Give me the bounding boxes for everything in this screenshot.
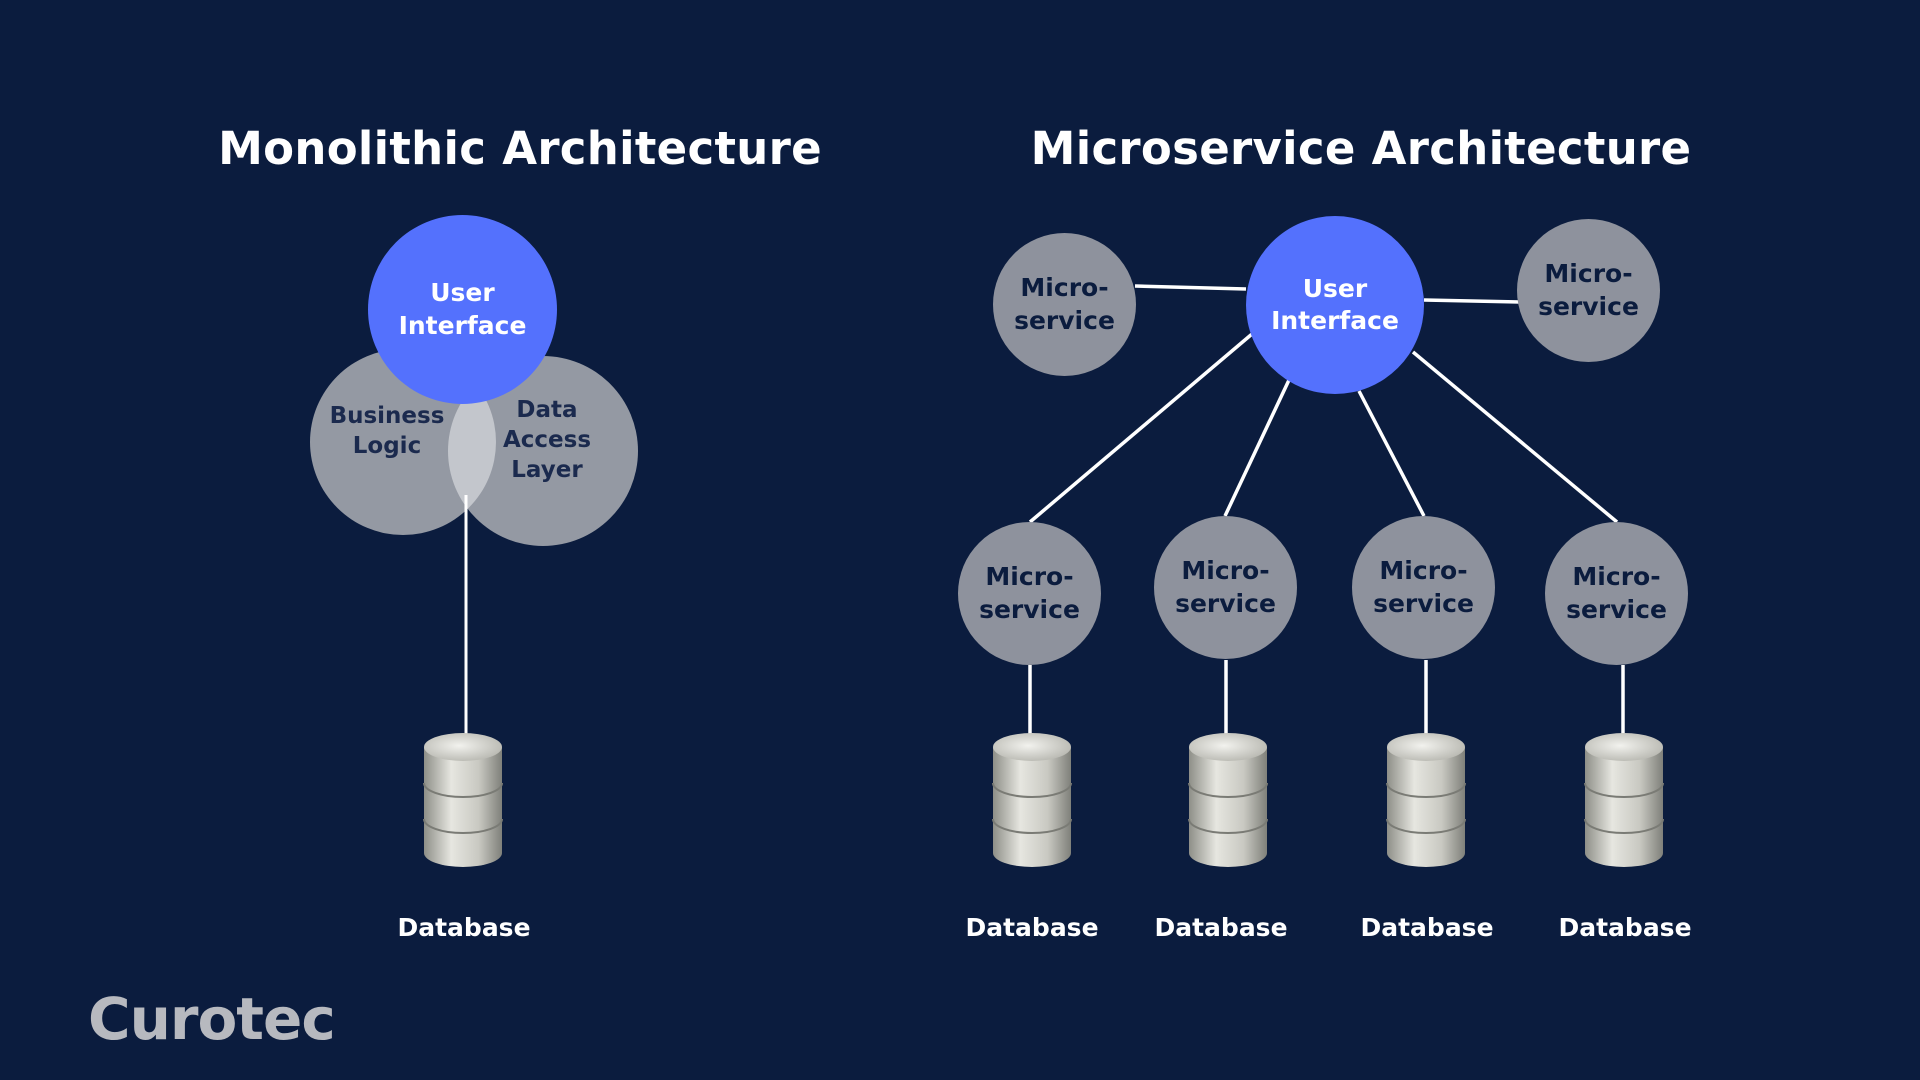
ms-user-interface-label: User Interface [1271,273,1399,336]
microservice-node-bottom-3: Micro- service [1352,516,1495,659]
mono-user-interface-node: User Interface [368,215,557,404]
ui-ms-top-left-connector [1134,284,1247,291]
microservice-label: Micro- service [979,562,1080,624]
microservice-label: Micro- service [1014,273,1115,335]
ui-ms-top-right-connector [1423,298,1521,304]
microservice-node-bottom-1: Micro- service [958,522,1101,665]
ms-database-icon-2 [1188,733,1268,867]
mono-database-icon [423,733,503,867]
microservice-label: Micro- service [1566,562,1667,624]
ms-database-label-3: Database [1360,913,1494,942]
mono-database-label: Database [397,913,531,942]
ui-ms-bottom-2-connector [1223,379,1291,517]
microservice-node-bottom-2: Micro- service [1154,516,1297,659]
microservice-title: Microservice Architecture [1030,122,1692,175]
ms-user-interface-node: User Interface [1246,216,1424,394]
ms-database-label-4: Database [1558,913,1692,942]
monolithic-title: Monolithic Architecture [218,122,822,175]
ui-ms-bottom-1-connector [1028,332,1254,524]
ui-ms-bottom-3-connector [1357,390,1426,517]
curotec-logo: Curotec [88,985,336,1053]
business-logic-label: Business Logic [329,403,445,459]
microservice-node-top-left: Micro- service [993,233,1136,376]
mono-user-interface-label: User Interface [398,278,527,340]
microservice-node-bottom-4: Micro- service [1545,522,1688,665]
ui-ms-bottom-4-connector [1411,350,1619,524]
microservice-label: Micro- service [1373,556,1474,618]
ms-database-icon-1 [992,733,1072,867]
microservice-node-top-right: Micro- service [1517,219,1660,362]
ms-database-icon-4 [1584,733,1664,867]
data-access-layer-label: Data Access Layer [502,397,592,483]
microservice-label: Micro- service [1175,556,1276,618]
ms-database-label-2: Database [1154,913,1288,942]
microservice-label: Micro- service [1538,259,1639,321]
ms-database-label-1: Database [965,913,1099,942]
ms-database-icon-3 [1386,733,1466,867]
